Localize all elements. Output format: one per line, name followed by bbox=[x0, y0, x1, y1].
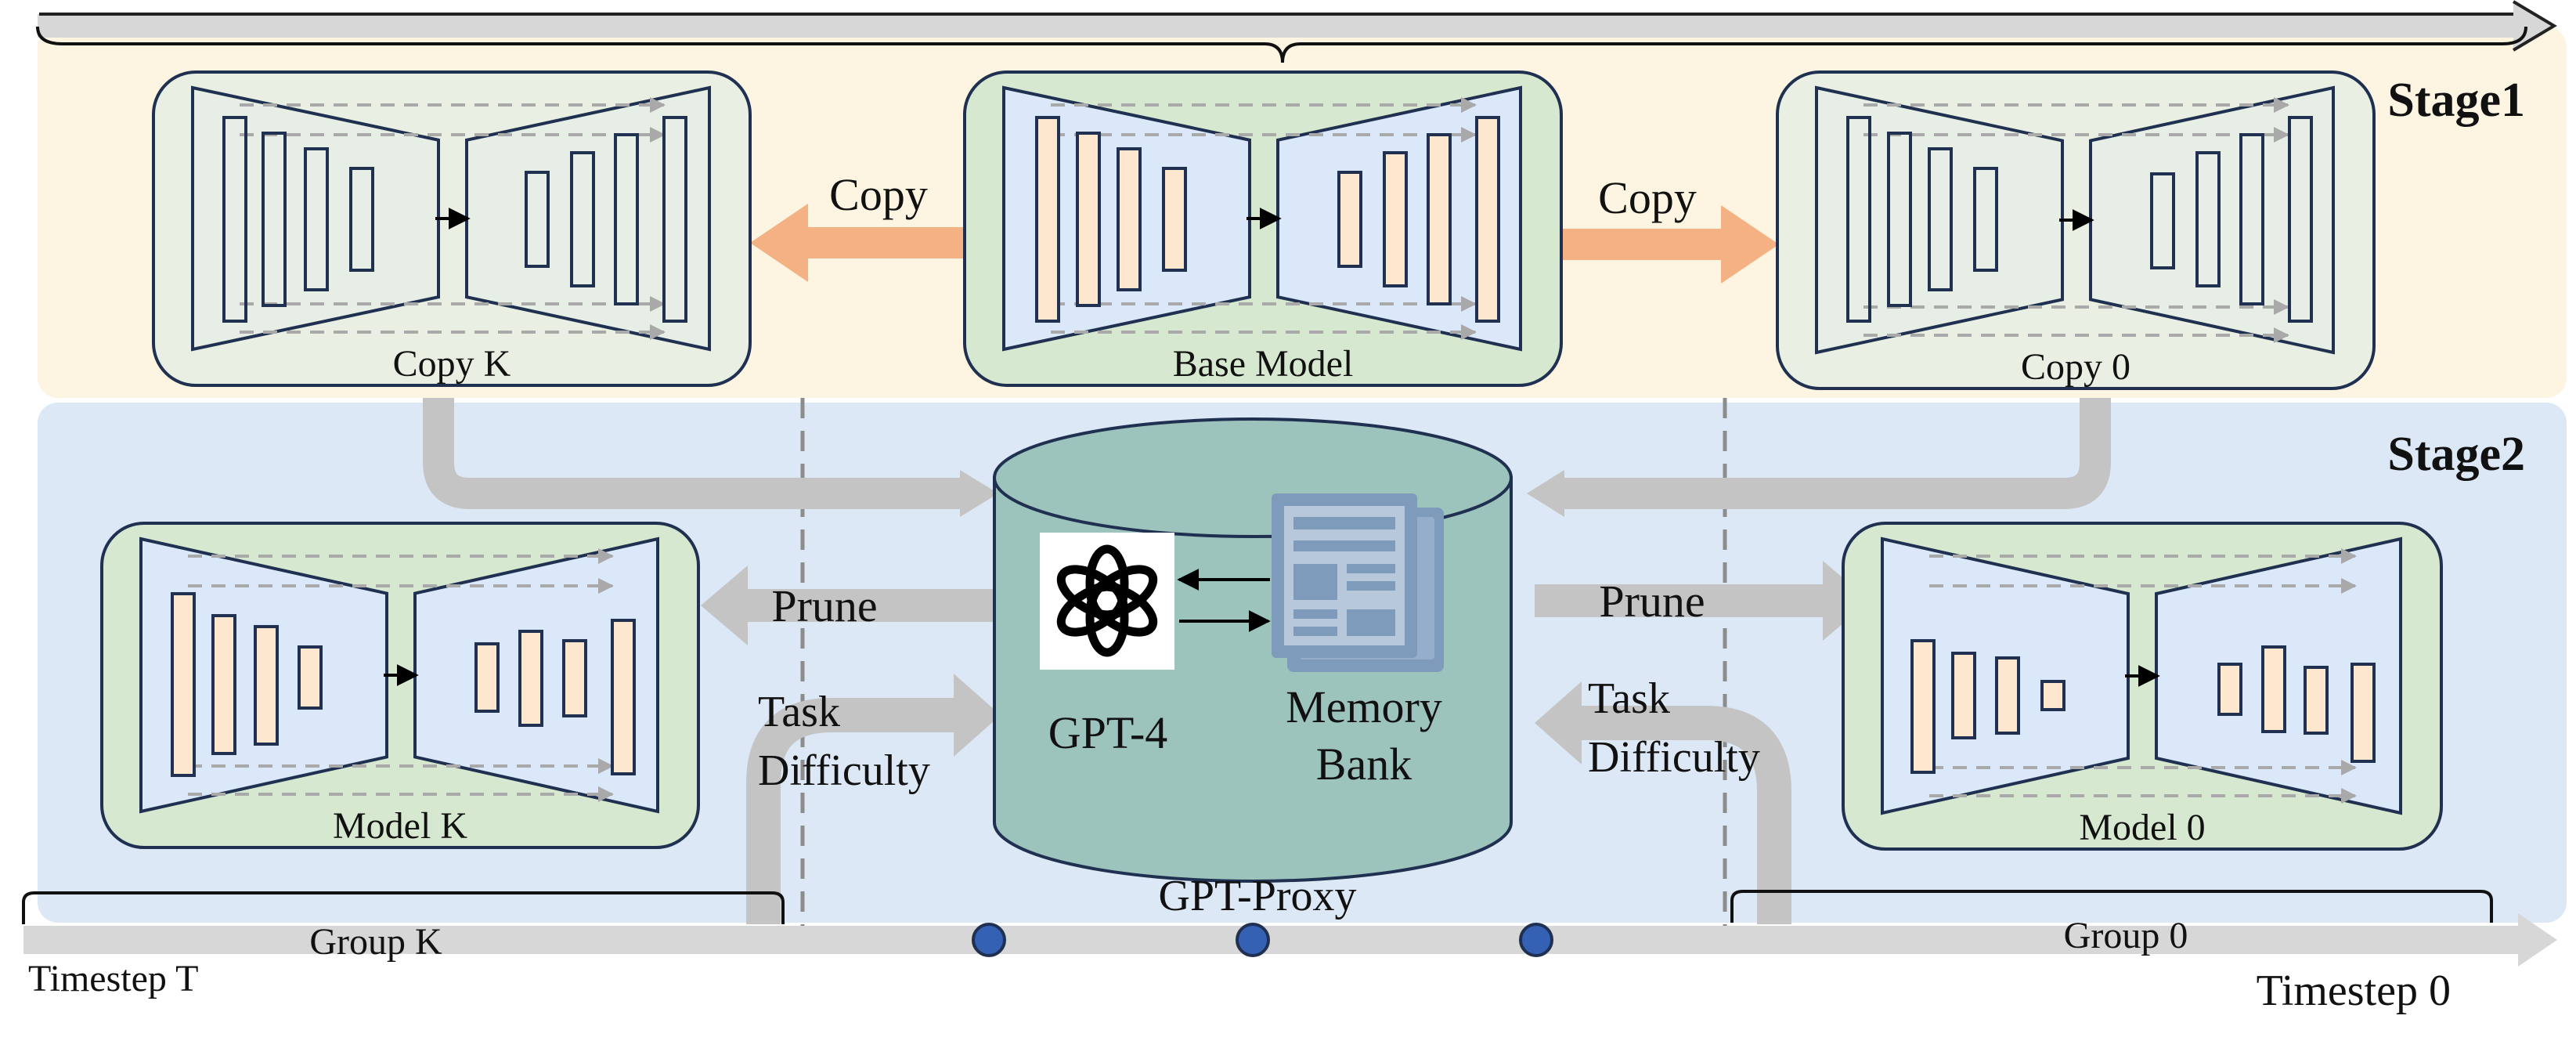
feature-bar bbox=[2288, 116, 2313, 323]
task-difficulty-left-arrow bbox=[746, 698, 955, 924]
feature-bar bbox=[1475, 116, 1500, 323]
prune-right-label: Prune bbox=[1599, 576, 1705, 627]
task-difficulty-left-arrowhead bbox=[954, 674, 1001, 757]
memory-bank-icon bbox=[1272, 493, 1444, 672]
feature-bar bbox=[254, 625, 279, 746]
feature-bar bbox=[1427, 133, 1452, 305]
feature-bar bbox=[2217, 663, 2242, 716]
timestep-dot bbox=[1519, 923, 1553, 957]
model-units: Copy K Base Model Copy 0 Model K Model 0 bbox=[100, 70, 2443, 851]
feature-bar bbox=[2351, 663, 2376, 763]
model-0-unit: Model 0 bbox=[1842, 522, 2443, 851]
memory-bank-line1: Memory bbox=[1286, 681, 1442, 732]
task-difficulty-right-arrow bbox=[1580, 706, 1791, 924]
feature-bar bbox=[1117, 147, 1142, 291]
stage2-label: Stage2 bbox=[2387, 428, 2525, 481]
feature-bar bbox=[1337, 171, 1362, 268]
feature-bar bbox=[1846, 116, 1871, 323]
feature-bar bbox=[1951, 652, 1976, 739]
copy-k-to-proxy-arrow bbox=[423, 398, 960, 509]
feature-bar bbox=[2150, 172, 2175, 269]
timestep-end-label: Timestep 0 bbox=[2257, 967, 2451, 1015]
model-0-caption: Model 0 bbox=[2079, 807, 2205, 848]
feature-bar bbox=[1887, 132, 1912, 307]
feature-bar bbox=[662, 116, 687, 323]
openai-logo-icon bbox=[1040, 533, 1174, 670]
feature-bar bbox=[262, 132, 287, 307]
timestep-start-label: Timestep T bbox=[28, 958, 198, 999]
feature-bar bbox=[2304, 666, 2329, 735]
feature-bar bbox=[570, 151, 595, 287]
prune-left-label: Prune bbox=[771, 580, 877, 631]
feature-bar bbox=[1928, 147, 1953, 291]
copy-left-arrow bbox=[750, 204, 966, 282]
feature-bar bbox=[349, 167, 374, 272]
copy-k-encoder bbox=[191, 85, 440, 352]
base-model-caption: Base Model bbox=[1173, 343, 1354, 385]
copy-0-caption: Copy 0 bbox=[2021, 346, 2130, 388]
copy-right-arrow bbox=[1563, 205, 1779, 284]
stage1-label: Stage1 bbox=[2387, 74, 2525, 127]
top-timeline-arrow bbox=[38, 0, 2557, 52]
timestep-dot bbox=[972, 923, 1006, 957]
feature-bar bbox=[222, 116, 247, 323]
group-k-brace bbox=[22, 891, 785, 924]
feature-bar bbox=[562, 639, 587, 717]
feature-bar bbox=[1162, 167, 1187, 272]
gpt-proxy-caption: GPT-Proxy bbox=[1158, 872, 1356, 920]
copy-k-to-proxy-arrowhead bbox=[960, 470, 998, 517]
group-0-brace bbox=[1730, 890, 2493, 923]
task-difficulty-right-arrowhead bbox=[1535, 681, 1582, 764]
group-k-label: Group K bbox=[309, 921, 442, 963]
feature-bar bbox=[304, 147, 329, 291]
copy-k-unit: Copy K bbox=[152, 70, 752, 387]
model-k-caption: Model K bbox=[333, 805, 467, 847]
gpt4-label: GPT-4 bbox=[1048, 707, 1168, 758]
feature-bar bbox=[2195, 151, 2221, 287]
task-right-line1: Task bbox=[1588, 674, 1670, 723]
copy-left-label: Copy bbox=[829, 169, 928, 220]
feature-bar bbox=[1995, 656, 2020, 735]
feature-bar bbox=[2261, 645, 2286, 733]
task-right-line2: Difficulty bbox=[1588, 733, 1760, 782]
feature-bar bbox=[1383, 151, 1408, 287]
base-model-unit: Base Model bbox=[963, 70, 1563, 387]
feature-bar bbox=[2040, 680, 2065, 711]
feature-bar bbox=[211, 614, 236, 755]
timestep-dot bbox=[1236, 923, 1270, 957]
feature-bar bbox=[518, 630, 543, 727]
group-0-label: Group 0 bbox=[2064, 915, 2188, 956]
feature-bar bbox=[611, 619, 636, 775]
memory-bank-line2: Bank bbox=[1316, 739, 1412, 790]
feature-bar bbox=[474, 642, 500, 713]
feature-bar bbox=[1076, 132, 1101, 307]
copy-0-unit: Copy 0 bbox=[1776, 70, 2376, 390]
task-left-line1: Task bbox=[758, 688, 840, 736]
model-k-unit: Model K bbox=[100, 522, 700, 849]
feature-bar bbox=[525, 171, 550, 268]
prune-left-arrow bbox=[701, 566, 994, 645]
feature-bar bbox=[1910, 639, 1936, 774]
task-left-line2: Difficulty bbox=[758, 746, 930, 795]
copy-right-label: Copy bbox=[1598, 172, 1697, 223]
copy-k-caption: Copy K bbox=[393, 343, 511, 385]
feature-bar bbox=[298, 645, 323, 710]
copy-0-encoder bbox=[1815, 85, 2064, 355]
copy-0-to-proxy-arrowhead bbox=[1527, 470, 1564, 517]
feature-bar bbox=[171, 592, 196, 777]
feature-bar bbox=[2239, 133, 2264, 305]
feature-bar bbox=[1035, 116, 1060, 323]
bottom-timeline-arrow bbox=[23, 913, 2557, 967]
stage1-brace bbox=[36, 26, 2527, 63]
copy-0-to-proxy-arrow bbox=[1564, 398, 2111, 509]
feature-bar bbox=[1973, 167, 1998, 272]
feature-bar bbox=[614, 133, 639, 305]
